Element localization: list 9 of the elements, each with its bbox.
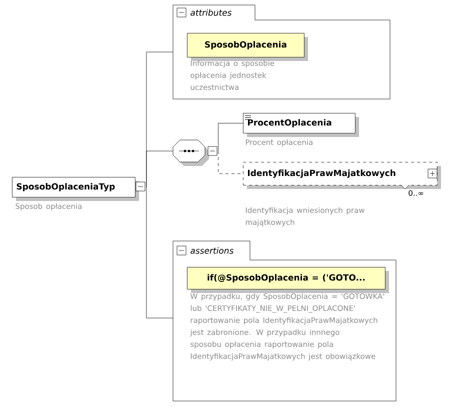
connector-line bbox=[146, 187, 174, 318]
element-box: SposobOplacenia bbox=[187, 33, 308, 61]
connector-line bbox=[218, 150, 244, 174]
connector-line bbox=[218, 123, 244, 152]
connector-line bbox=[146, 150, 173, 188]
element-box: IdentyfikacjaPrawMajatkowych bbox=[243, 162, 441, 189]
element-box: if(@SposobOplacenia = ('GOTO... bbox=[187, 267, 389, 293]
element-box: SposobOplaceniaTyp bbox=[12, 177, 139, 201]
element-box: ProcentOplacenia bbox=[243, 113, 359, 137]
